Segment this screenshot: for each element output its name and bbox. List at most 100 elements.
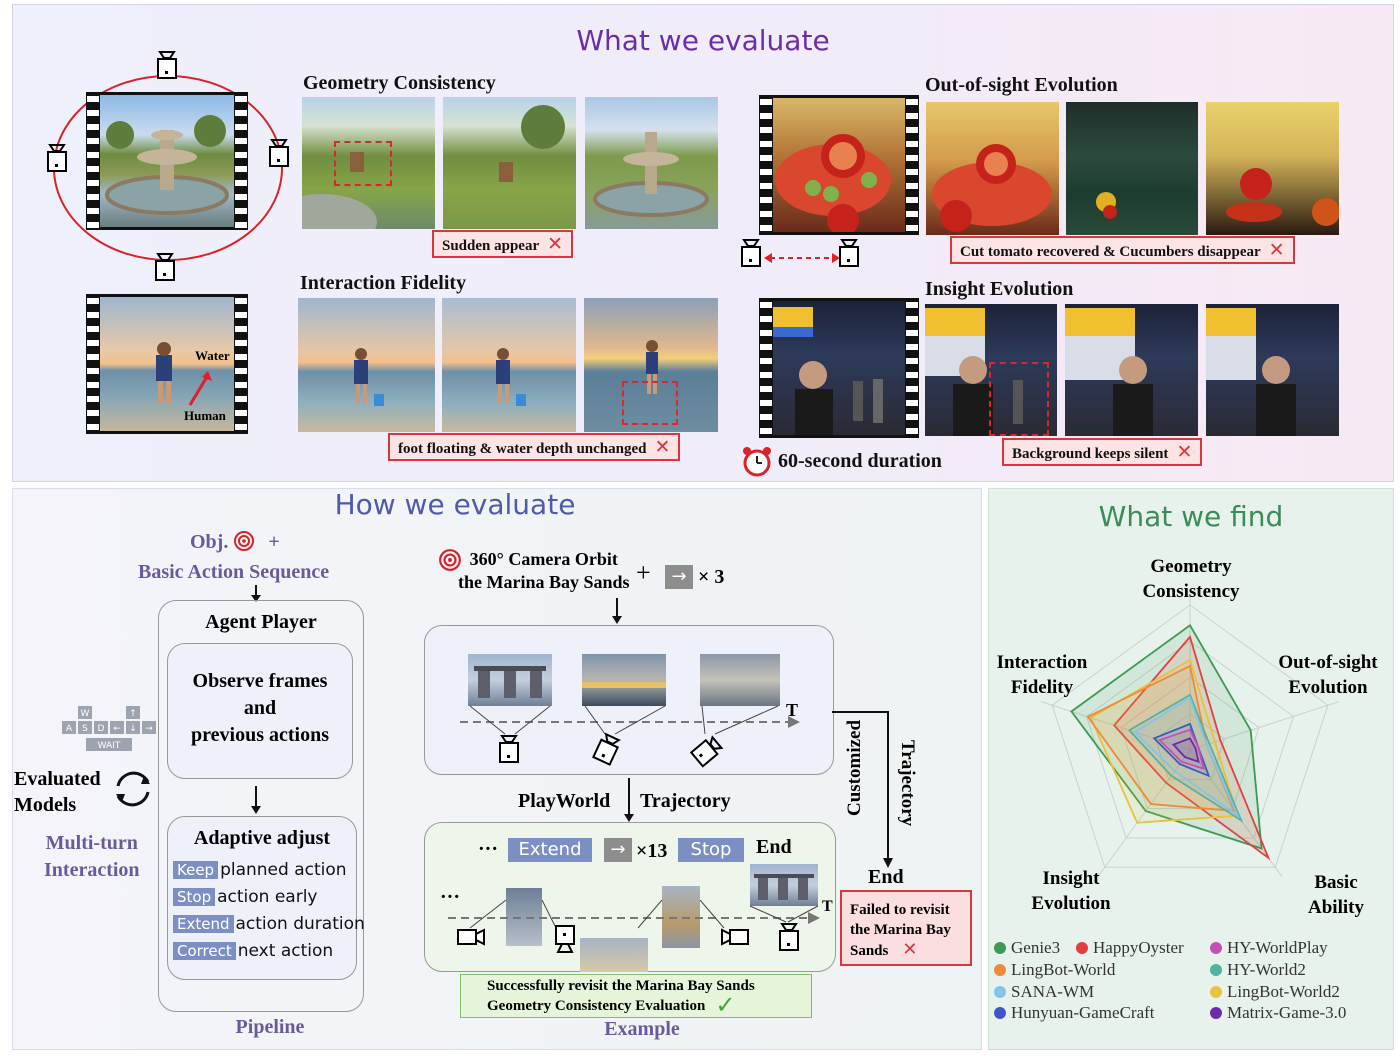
- arrow-down-icon: [251, 786, 261, 814]
- stop-tag: Stop: [173, 888, 216, 906]
- success-box: Successfully revisit the Marina Bay Sand…: [460, 974, 812, 1018]
- mbs-frame-3: [700, 654, 780, 706]
- camera-orbit-1-icon: [499, 735, 519, 763]
- radar-grid-ring: [1120, 676, 1260, 810]
- fountain-filmstrip: [86, 92, 248, 230]
- insight-frame-1: [925, 304, 1057, 436]
- trailing-dots: ···: [440, 886, 461, 908]
- failed-revisit-box: Failed to revisit the Marina Bay Sands✕: [840, 890, 972, 966]
- camera-bottom-icon: [155, 253, 175, 281]
- key-wait: WAIT: [98, 741, 121, 751]
- fail-cross-icon: ✕: [1268, 239, 1285, 261]
- interaction-frame-2: [442, 298, 576, 432]
- basic-action-sequence-label: Basic Action Sequence: [138, 561, 330, 583]
- customized-trajectory-arrow: [832, 711, 893, 868]
- what-we-find-title: What we find: [1098, 500, 1284, 533]
- right-arrow-key-icon: →: [665, 565, 693, 589]
- orbit-timeline: [460, 705, 800, 735]
- time-axis-label: T: [822, 898, 833, 915]
- cycle-arrows-icon: [116, 771, 150, 807]
- camera-left-icon: [47, 144, 67, 172]
- cut-tomato-caption: Cut tomato recovered & Cucumbers disappe…: [950, 236, 1295, 264]
- agent-player-box: [158, 600, 364, 1012]
- radar-series-happyoyster: [1112, 635, 1271, 861]
- end-label-top: End: [756, 836, 792, 858]
- right-arrow-key-icon: →: [604, 838, 632, 862]
- task-times-3: × 3: [698, 566, 725, 588]
- interaction-frame-1: [298, 298, 435, 432]
- example-label: Example: [604, 1018, 680, 1040]
- camera-top-icon: [157, 51, 177, 79]
- trajectory-frame-2: [580, 938, 648, 972]
- mbs-frame-2: [582, 654, 666, 706]
- trajectory-frame-1: [506, 888, 542, 946]
- interaction-fidelity-title: Interaction Fidelity: [300, 272, 467, 294]
- target-icon: [234, 531, 255, 551]
- street-filmstrip: [759, 298, 919, 438]
- camera-back-view-icon: [721, 928, 749, 946]
- radar-chart: [1040, 593, 1340, 877]
- water-label: Water: [195, 348, 230, 363]
- legend-item-happyoyster: HappyOyster: [1076, 938, 1184, 958]
- customized-label: Customized: [844, 719, 865, 816]
- camera-end-view-icon: [779, 923, 799, 951]
- legend-item-lingbot-world2: LingBot-World2: [1210, 982, 1340, 1002]
- outofsight-frame-2: [1066, 102, 1198, 235]
- legend-item-matrix-game: Matrix-Game-3.0: [1210, 1003, 1346, 1023]
- key-a: A: [66, 724, 73, 734]
- sudden-appear-highlight: [334, 141, 392, 186]
- key-right: →: [145, 724, 153, 734]
- what-we-evaluate-title: What we evaluate: [576, 24, 830, 57]
- check-icon: ✓: [715, 991, 736, 1019]
- camera-pan-arrow: [764, 253, 840, 263]
- camera-orbit-2-icon: [592, 732, 621, 766]
- interaction-frame-3: [584, 298, 718, 432]
- camera-right-icon: [269, 139, 289, 167]
- duration-label: 60-second duration: [778, 450, 942, 472]
- mbs-end-frame: [750, 864, 818, 906]
- legend-item-hunyuan-gamecraft: Hunyuan-GameCraft: [994, 1003, 1155, 1023]
- foot-floating-highlight: [622, 381, 678, 425]
- trajectory-frame-3: [662, 886, 700, 948]
- legend-item-genie3: Genie3: [994, 938, 1060, 958]
- time-axis-label: T: [786, 700, 799, 720]
- correct-tag: Correct: [173, 942, 236, 960]
- fail-cross-icon: ✕: [654, 436, 671, 458]
- geometry-frame-2: [443, 97, 576, 229]
- times-13-label: ×13: [636, 840, 668, 862]
- key-down: ↓: [129, 724, 137, 734]
- key-w: W: [81, 709, 90, 719]
- fail-cross-icon: ✕: [1176, 441, 1193, 463]
- extend-action-tag: Extend: [508, 838, 592, 862]
- keep-tag: Keep: [173, 861, 219, 879]
- agent-player-title: Agent Player: [205, 611, 317, 633]
- trajectory-vertical-label: Trajectory: [897, 740, 918, 827]
- arrow-down-icon: [251, 585, 261, 602]
- playworld-label: PlayWorld: [518, 790, 611, 812]
- task-plus: +: [636, 558, 651, 587]
- legend-item-hy-worldplay: HY-WorldPlay: [1210, 938, 1328, 958]
- outofsight-frame-3: [1206, 102, 1339, 235]
- beach-filmstrip: [86, 294, 248, 434]
- extend-tag: Extend: [173, 915, 234, 933]
- arrow-down-icon: [612, 598, 622, 624]
- key-left: ←: [113, 724, 121, 734]
- camera-right-view-icon: [839, 239, 859, 267]
- camera-front-view-icon: [555, 925, 575, 953]
- radar-grid-ring: [1085, 640, 1295, 839]
- camera-side-view-icon: [457, 928, 485, 946]
- geometry-frame-3: [585, 97, 718, 229]
- background-silent-caption: Background keeps silent✕: [1002, 438, 1203, 466]
- target-icon: [439, 549, 461, 571]
- stop-action-tag: Stop: [678, 838, 744, 862]
